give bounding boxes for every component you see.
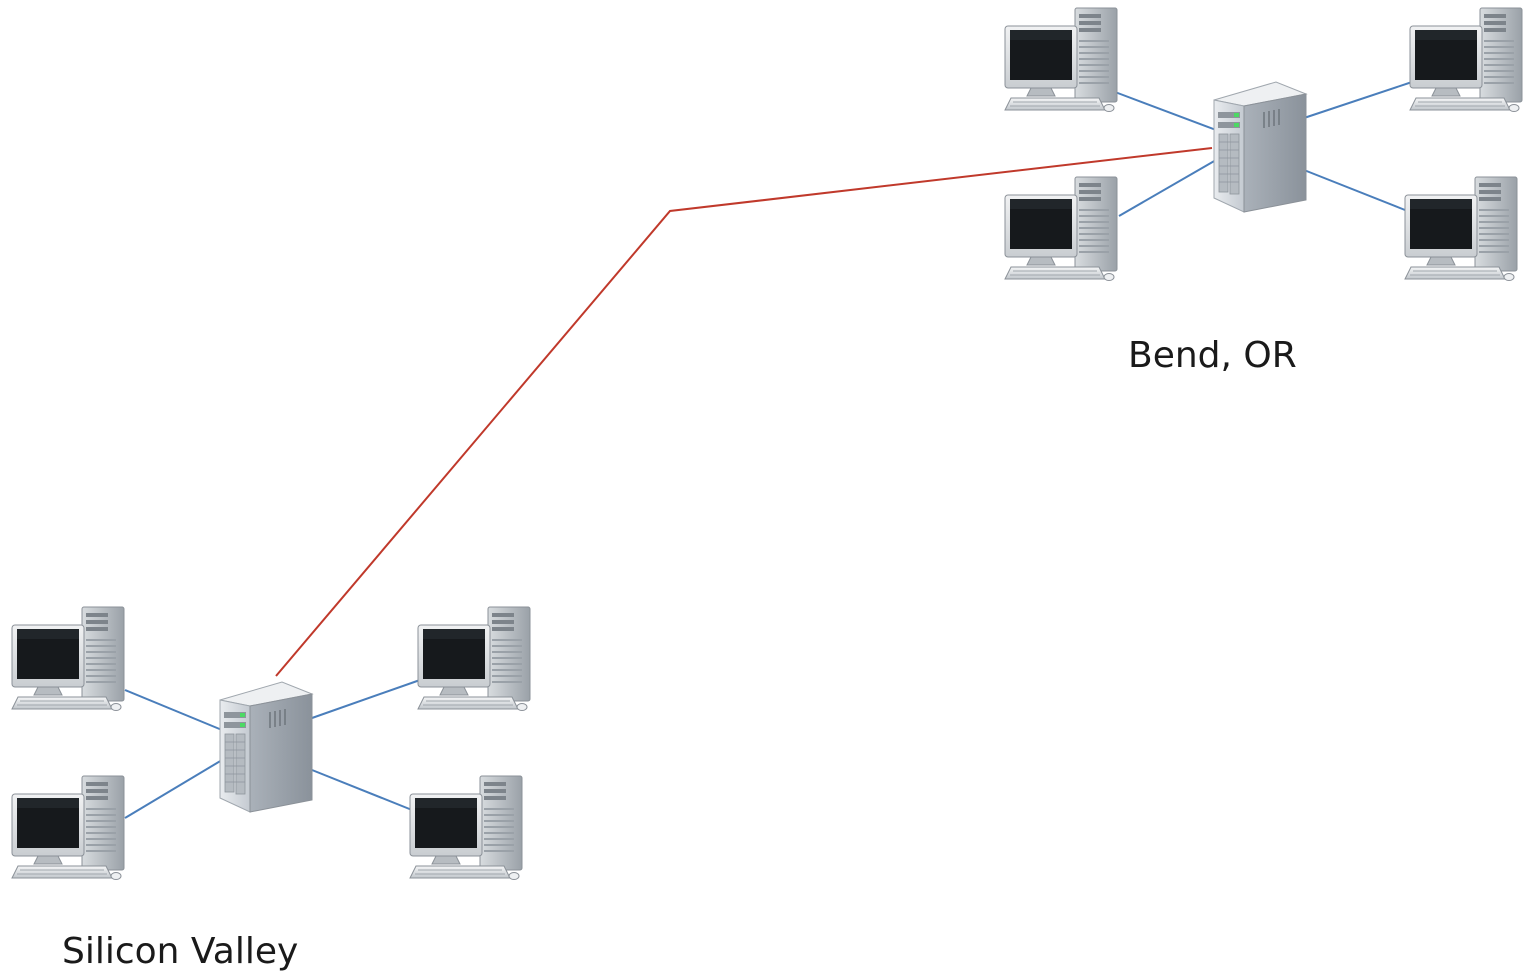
site-bend <box>1004 7 1523 281</box>
bend-link-bottom-right <box>1303 169 1406 211</box>
wan-link <box>275 147 1213 677</box>
desktop-computer-icon[interactable] <box>11 775 125 880</box>
desktop-computer-icon[interactable] <box>1004 7 1118 112</box>
bend-link-top-right <box>1303 81 1413 119</box>
bend-lan-links <box>1114 81 1413 217</box>
desktop-computer-icon[interactable] <box>1404 176 1518 281</box>
desktop-computer-icon[interactable] <box>417 606 531 711</box>
site-silicon-valley <box>11 606 531 880</box>
bend-link-bottom-left <box>1118 159 1217 217</box>
site-label-silicon-valley: Silicon Valley <box>62 931 299 972</box>
desktop-computer-icon[interactable] <box>409 775 523 880</box>
server-tower-icon[interactable] <box>219 681 313 813</box>
desktop-computer-icon[interactable] <box>1409 7 1523 112</box>
sv-link-top-right <box>311 679 421 719</box>
site-label-bend: Bend, OR <box>1128 335 1297 376</box>
desktop-computer-icon[interactable] <box>11 606 125 711</box>
server-tower-icon[interactable] <box>1213 81 1307 213</box>
desktop-computer-icon[interactable] <box>1004 176 1118 281</box>
sv-link-bottom-right <box>311 769 413 811</box>
sv-link-top-left <box>124 689 223 731</box>
sv-lan-links <box>124 679 421 819</box>
sv-link-bottom-left <box>124 759 223 819</box>
bend-link-top-left <box>1114 91 1217 131</box>
